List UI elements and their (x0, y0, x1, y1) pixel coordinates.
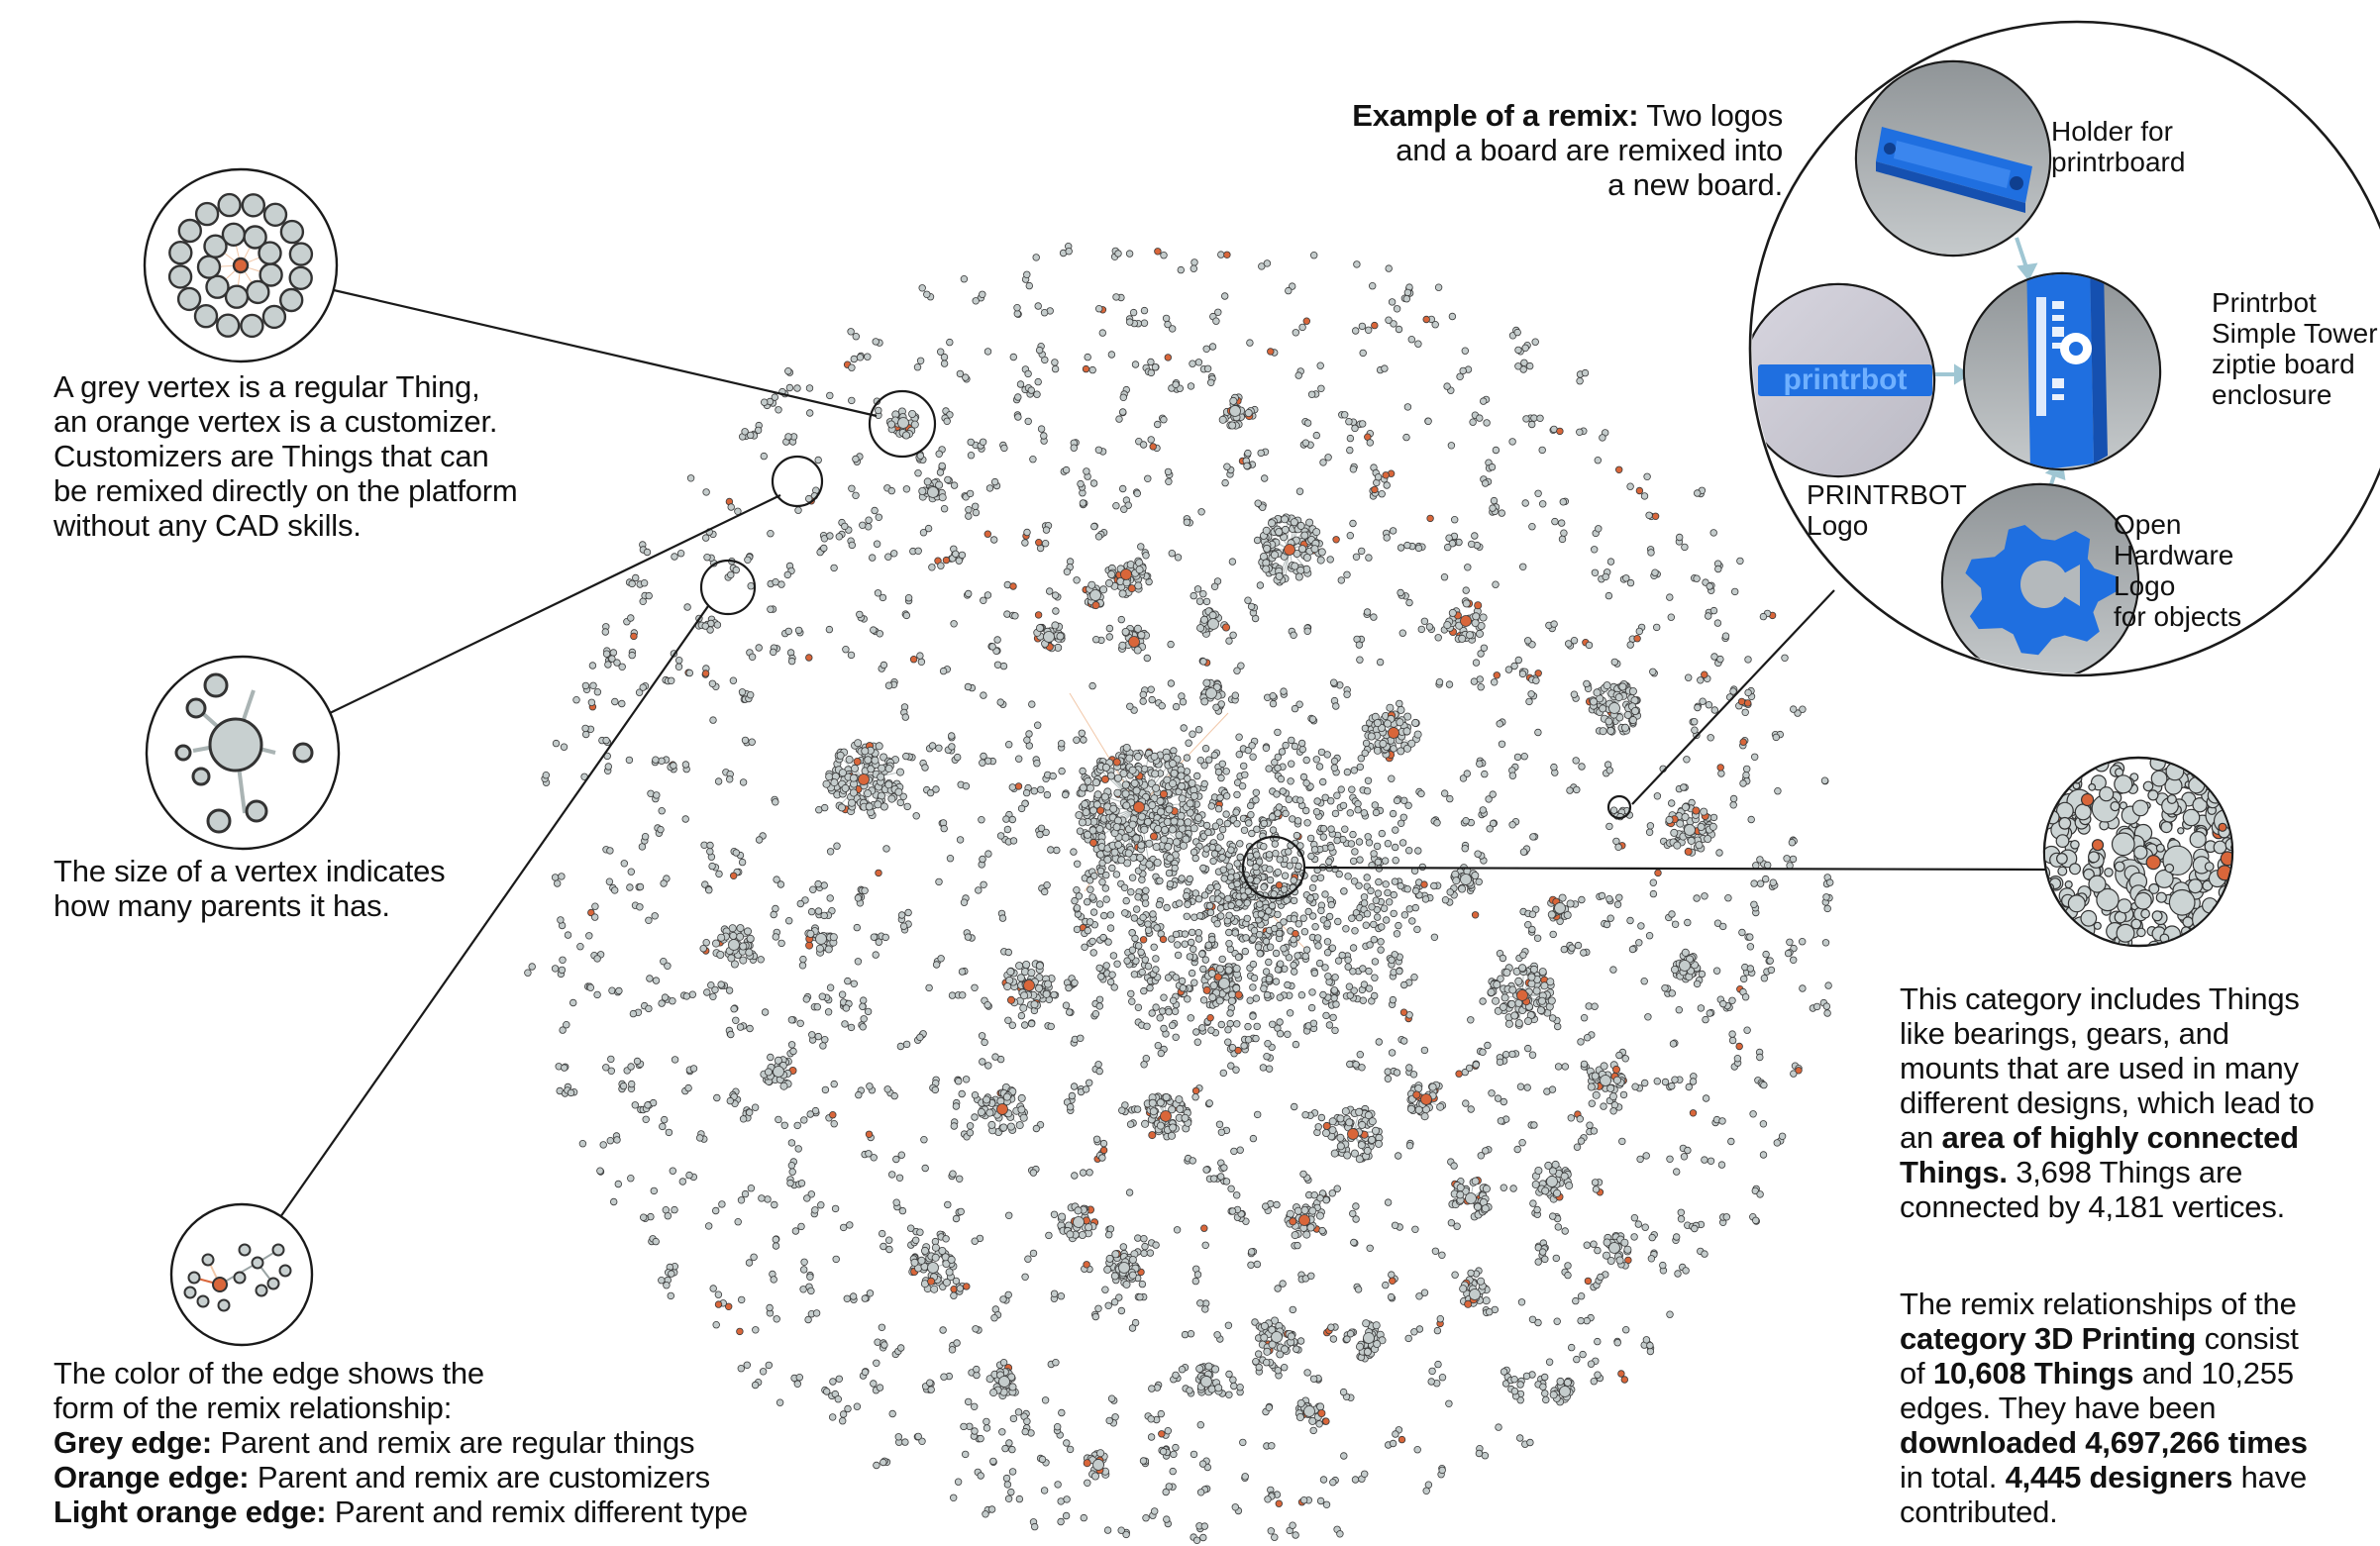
light-orange-edge-label: Light orange edge: (53, 1494, 327, 1529)
callout-line-size (329, 494, 781, 714)
size-large-vertex (208, 717, 263, 773)
grey-edge-label: Grey edge: (53, 1425, 212, 1460)
orange-edge-label: Orange edge: (53, 1460, 250, 1494)
highlight-ring-remix (1606, 794, 1632, 820)
oshw-logo-label: Open Hardware Logo for objects (2114, 509, 2242, 632)
highlight-ring-dense (1241, 835, 1306, 900)
remix-example-text: Example of a remix: Two logos and a boar… (1352, 98, 1783, 202)
summary-text: The remix relationships of the category … (1900, 1287, 2308, 1529)
printrbot-logo-lettering: printrbot (1784, 363, 1908, 396)
network-vertices (524, 242, 1834, 1544)
legend-edge-inset (169, 1202, 314, 1347)
highlight-ring-edge (699, 559, 757, 616)
callout-line-dense (1302, 866, 2047, 872)
edge-legend-text: The color of the edge shows the form of … (53, 1356, 748, 1529)
highlight-ring-customizer (868, 389, 937, 459)
printrbot-board-thumbnail (1962, 271, 2162, 471)
callout-line-edge (279, 605, 709, 1218)
holder-thumbnail (1854, 59, 2052, 258)
size-legend-text: The size of a vertex indicates how many … (53, 854, 446, 923)
legend-vertex-inset (143, 167, 339, 363)
remix-example-inset: printrbot (1748, 20, 2380, 677)
printrbot-logo-thumbnail: printrbot (1752, 282, 1936, 478)
legend-size-inset (145, 655, 341, 851)
vertex-legend-text: A grey vertex is a regular Thing, an ora… (53, 369, 518, 543)
network-edges (527, 246, 1831, 1541)
connected-area-text: This category includes Things like beari… (1900, 981, 2315, 1224)
highlight-ring-size (771, 455, 824, 508)
callout-lines (279, 288, 2047, 1218)
printrbot-board-label: Printrbot Simple Tower ziptie board encl… (2212, 287, 2378, 410)
oshw-logo-thumbnail (1940, 482, 2140, 673)
callout-line-remix (1631, 589, 1835, 805)
dense-area-inset (2042, 756, 2234, 948)
callout-line-vertex (333, 288, 878, 418)
